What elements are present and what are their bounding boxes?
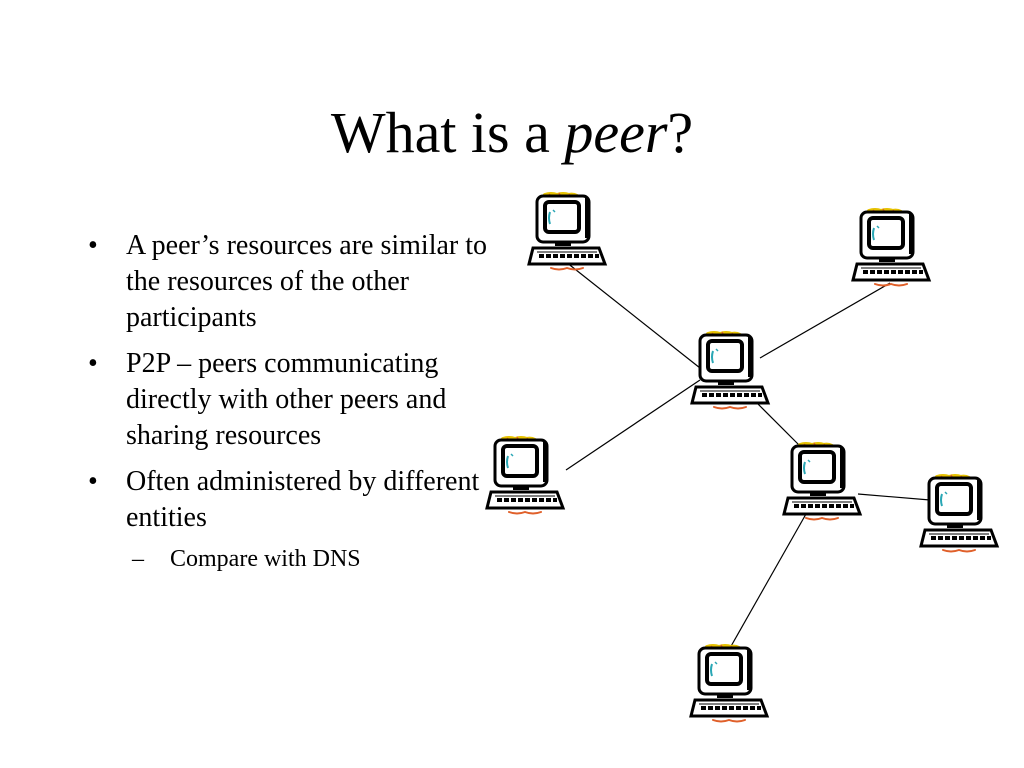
title-emphasis: peer xyxy=(564,100,668,165)
bullet-text: Often administered by different entities xyxy=(126,466,480,533)
computer-icon xyxy=(485,435,565,516)
computer-icon xyxy=(690,330,770,411)
link-line xyxy=(565,379,701,471)
sub-bullet-list: Compare with DNS xyxy=(132,544,498,574)
bullet-item: A peer’s resources are similar to the re… xyxy=(88,228,498,336)
bullet-text: A peer’s resources are similar to the re… xyxy=(126,230,488,333)
link-line xyxy=(857,493,931,501)
title-prefix: What is a xyxy=(330,100,565,165)
slide-title: What is a peer? xyxy=(0,98,1024,168)
link-line xyxy=(565,261,701,369)
computer-icon xyxy=(527,191,607,272)
computer-icon xyxy=(782,441,862,522)
bullet-list: A peer’s resources are similar to the re… xyxy=(88,228,498,584)
bullet-item: Often administered by different entities… xyxy=(88,464,498,574)
link-line xyxy=(729,513,807,649)
title-suffix: ? xyxy=(667,100,694,165)
link-line xyxy=(755,401,807,453)
computer-icon xyxy=(851,207,931,288)
bullet-text: P2P – peers communicating directly with … xyxy=(126,348,447,451)
sub-bullet-text: Compare with DNS xyxy=(170,546,361,572)
sub-bullet-item: Compare with DNS xyxy=(132,544,498,574)
link-line xyxy=(759,282,891,359)
link-lines xyxy=(565,261,931,649)
computer-icon xyxy=(919,473,999,554)
bullet-item: P2P – peers communicating directly with … xyxy=(88,346,498,454)
computer-icon xyxy=(689,643,769,724)
